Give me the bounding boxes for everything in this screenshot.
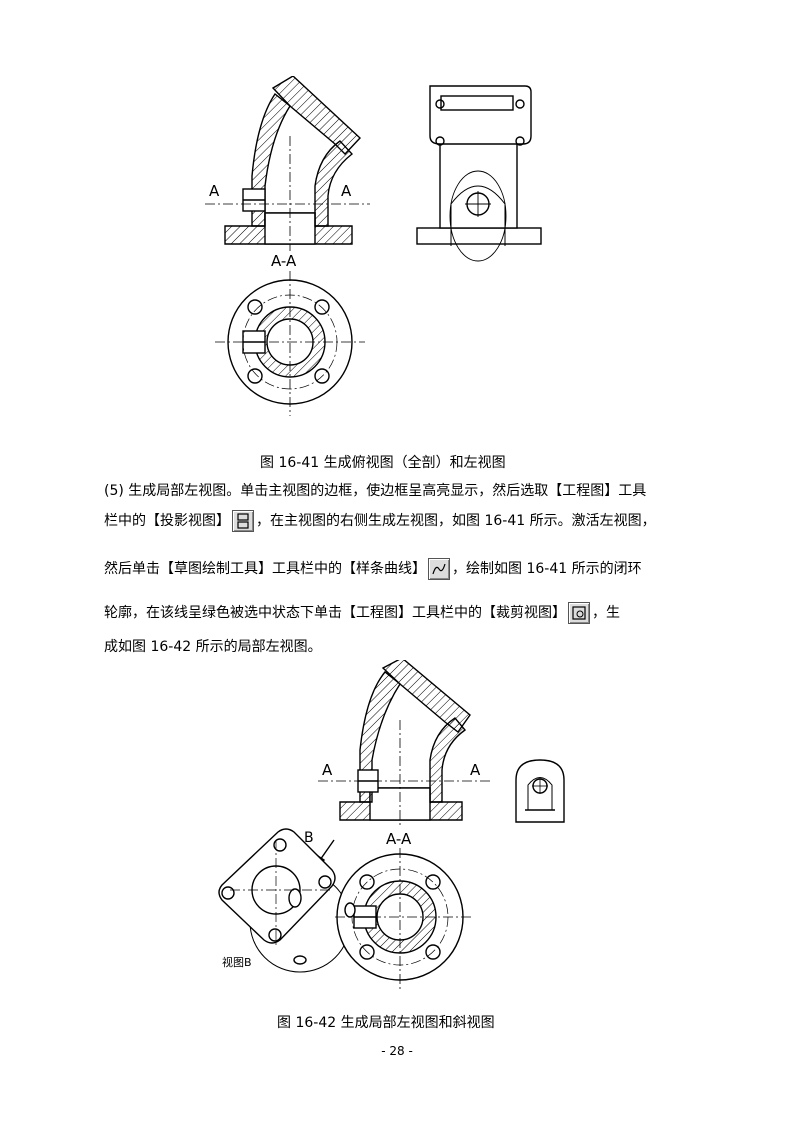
auxiliary-view-b bbox=[218, 828, 351, 973]
figure-16-42-caption: 图 16-42 生成局部左视图和斜视图 bbox=[277, 1015, 495, 1031]
paragraph-line-2-start: 栏中的【投影视图】 bbox=[104, 513, 230, 529]
section-label-left: A bbox=[209, 182, 220, 200]
paragraph-line-2-end: ，在主视图的右侧生成左视图，如图 16-41 所示。激活左视图， bbox=[256, 513, 656, 529]
paragraph-line-4-end: ，生 bbox=[592, 605, 620, 621]
spline-icon[interactable] bbox=[428, 558, 450, 580]
front-section-view-2 bbox=[318, 657, 490, 828]
paragraph-line-5: 成如图 16-42 所示的局部左视图。 bbox=[104, 639, 322, 655]
aux-view-label: 视图B bbox=[222, 955, 252, 969]
section-view-title-2: A-A bbox=[386, 830, 412, 848]
paragraph-line-3-end: ，绘制如图 16-41 所示的闭环 bbox=[452, 561, 642, 577]
arrow-label-b: B bbox=[304, 830, 314, 846]
page-number: - 28 - bbox=[381, 1044, 413, 1058]
section-label-right-2: A bbox=[470, 761, 481, 779]
partial-left-view bbox=[515, 759, 565, 823]
crop-view-icon[interactable] bbox=[568, 602, 590, 624]
figure-16-41-caption: 图 16-41 生成俯视图（全剖）和左视图 bbox=[260, 455, 506, 471]
top-section-view bbox=[215, 271, 365, 416]
figure-16-41-drawing: A A A-A bbox=[205, 75, 542, 416]
paragraph-line-3-start: 然后单击【草图绘制工具】工具栏中的【样条曲线】 bbox=[104, 561, 426, 577]
projected-view-icon[interactable] bbox=[232, 510, 254, 532]
paragraph-line-4-start: 轮廓，在该线呈绿色被选中状态下单击【工程图】工具栏中的【裁剪视图】 bbox=[104, 605, 566, 621]
front-section-view bbox=[205, 75, 370, 251]
paragraph-line-3: 然后单击【草图绘制工具】工具栏中的【样条曲线】 ，绘制如图 16-41 所示的闭环 bbox=[104, 558, 642, 580]
figure-16-42-drawing: A A A-A B bbox=[218, 657, 565, 990]
figure-16-41: A A A-A bbox=[195, 75, 555, 446]
figure-16-42: A A A-A B bbox=[200, 657, 590, 1000]
section-view-title: A-A bbox=[271, 252, 297, 270]
section-label-right: A bbox=[341, 182, 352, 200]
paragraph-line-1: (5) 生成局部左视图。单击主视图的边框，使边框呈高亮显示，然后选取【工程图】工… bbox=[104, 483, 647, 499]
top-section-view-2 bbox=[335, 848, 472, 990]
section-label-left-2: A bbox=[322, 761, 333, 779]
paragraph-line-4: 轮廓，在该线呈绿色被选中状态下单击【工程图】工具栏中的【裁剪视图】 ，生 bbox=[104, 602, 620, 624]
left-side-view bbox=[416, 85, 542, 262]
paragraph-line-2: 栏中的【投影视图】 ，在主视图的右侧生成左视图，如图 16-41 所示。激活左视图… bbox=[104, 510, 656, 532]
